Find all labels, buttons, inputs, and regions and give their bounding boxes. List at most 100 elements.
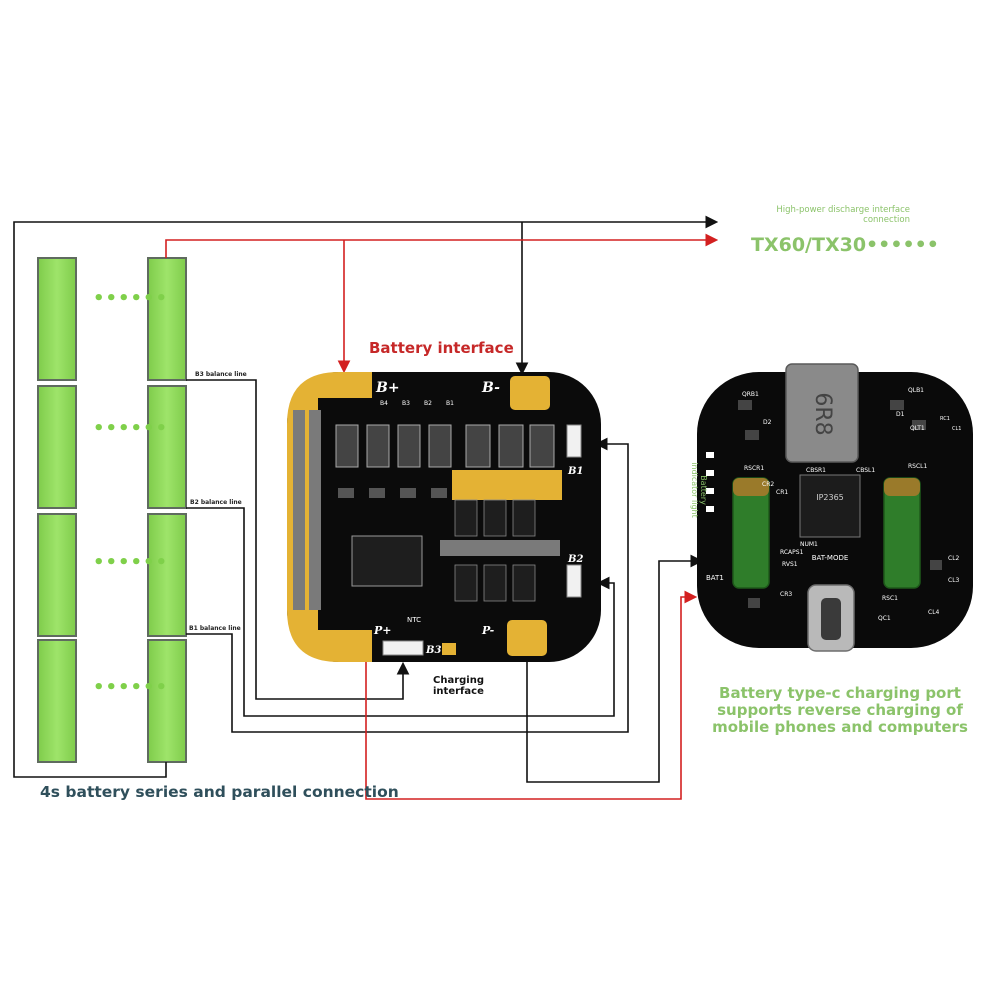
bms-label-b2: B2 [567, 554, 583, 565]
bms-label-b3: B3 [425, 645, 441, 656]
indicator-light-label: Battery indicator light [690, 462, 708, 518]
charger-ref: QLB1 [908, 387, 924, 394]
bms-smd [431, 488, 447, 498]
charger-ic [799, 474, 861, 538]
battery-cell [37, 513, 77, 637]
indicator-led [706, 470, 714, 476]
bms-mosfet [397, 424, 421, 468]
charger-ref: CR1 [776, 489, 788, 496]
bms-label-b1: B1 [567, 466, 583, 477]
bms-label-bal-b2: B2 [424, 400, 432, 407]
bms-connector-b1 [566, 424, 582, 458]
bms-mosfet [529, 424, 555, 468]
charger-ref: CR2 [762, 481, 774, 488]
typec-port-caption: Battery type-c charging port supports re… [712, 684, 968, 736]
charger-smd [748, 598, 760, 608]
charger-inductor [785, 363, 859, 463]
bms-label-ntc: NTC [407, 616, 421, 624]
battery-interface-label: Battery interface [369, 339, 514, 357]
wire-b3-balance [186, 379, 410, 700]
battery-cell [147, 639, 187, 763]
charger-ref: NUM1 [800, 541, 818, 548]
bms-mosfet [512, 499, 536, 537]
charger-ref: D2 [763, 419, 772, 426]
wire-positive-discharge [165, 233, 719, 258]
charger-ref: BAT1 [706, 574, 724, 582]
black-wires [13, 215, 719, 783]
ellipsis-dots: •••••• [93, 288, 169, 309]
bms-smd [400, 488, 416, 498]
bms-mosfet [366, 424, 390, 468]
charger-cap-top [884, 478, 920, 496]
bms-mosfet [454, 564, 478, 602]
battery-column-left [37, 257, 77, 763]
bms-mosfet [483, 564, 507, 602]
charger-board: 6R8 IP2365 BAT-MODE QRB1 QLB1 D2 D1 QLT1… [697, 363, 973, 652]
charger-typec-inner [821, 598, 841, 640]
indicator-led [706, 452, 714, 458]
high-power-discharge-label: High-power discharge interface connectio… [776, 205, 910, 225]
charger-ic-marking: IP2365 [816, 493, 844, 502]
bms-mosfet [483, 499, 507, 537]
bms-label-bal-b1: B1 [446, 400, 454, 407]
charger-ref: QC1 [878, 615, 891, 622]
charger-smd [745, 430, 759, 440]
wire-b1-balance [186, 437, 629, 733]
bms-pad-p-minus [507, 620, 547, 656]
charger-ref: RCAPS1 [780, 549, 804, 556]
charger-ref: CL3 [948, 577, 960, 584]
charger-ref: CL4 [928, 609, 940, 616]
charger-ref: D1 [896, 411, 905, 418]
ellipsis-dots: •••••• [93, 552, 169, 573]
bms-connector-b2 [566, 564, 582, 598]
bms-mosfet [428, 424, 452, 468]
charger-smd [930, 560, 942, 570]
bms-mosfet [512, 564, 536, 602]
bms-gold-trace [440, 540, 560, 556]
bms-mosfet [465, 424, 491, 468]
bms-label-b-plus: B+ [375, 380, 400, 396]
series-connection-caption: 4s battery series and parallel connectio… [40, 783, 399, 801]
wire-p-plus [365, 590, 698, 800]
bms-mosfet [454, 499, 478, 537]
charger-mode-label: BAT-MODE [812, 554, 849, 562]
bms-label-b-minus: B- [481, 380, 500, 396]
tx-model-label: TX60/TX30•••••• [751, 234, 939, 256]
bms-gold-small [442, 643, 456, 655]
battery-cell [147, 257, 187, 381]
red-wires [165, 233, 719, 800]
charger-smd [912, 420, 926, 430]
battery-cell [37, 639, 77, 763]
charger-ref: RSCL1 [908, 463, 928, 470]
charger-inductor-marking: 6R8 [810, 392, 835, 435]
charger-ref: QLT1 [910, 425, 925, 432]
charging-interface-label: Charging interface [433, 675, 485, 697]
ellipsis-dots: •••••• [93, 677, 169, 698]
bms-mosfet [498, 424, 524, 468]
bms-gold-trace [452, 470, 562, 500]
battery-cell [147, 513, 187, 637]
bms-label-p-minus: P- [481, 624, 495, 637]
bms-pad-left [287, 372, 372, 662]
battery-cell [147, 385, 187, 509]
battery-column-right [147, 257, 187, 763]
ellipsis-dots: •••••• [93, 418, 169, 439]
wire-b2-balance [186, 507, 615, 717]
battery-cell [37, 385, 77, 509]
charger-ref: RSCR1 [744, 465, 764, 472]
bms-connector-b3 [382, 640, 424, 656]
charger-ref: RC1 [940, 416, 950, 422]
bms-label-bal-b4: B4 [380, 400, 388, 407]
indicator-led [706, 506, 714, 512]
b1-balance-label: B1 balance line [189, 625, 241, 632]
charger-ref: QRB1 [742, 391, 759, 398]
bms-pcb [287, 372, 601, 662]
charger-smd [738, 400, 752, 410]
bms-label-p-plus: P+ [373, 624, 392, 637]
bms-busbar [309, 410, 321, 610]
charger-ref: CBSL1 [856, 467, 875, 474]
charger-ref: CL1 [952, 426, 961, 432]
bms-board: B+ B- P+ P- NTC B1 B2 B3 B4 B3 B2 B1 [287, 372, 601, 662]
bms-control-ic [351, 535, 423, 587]
